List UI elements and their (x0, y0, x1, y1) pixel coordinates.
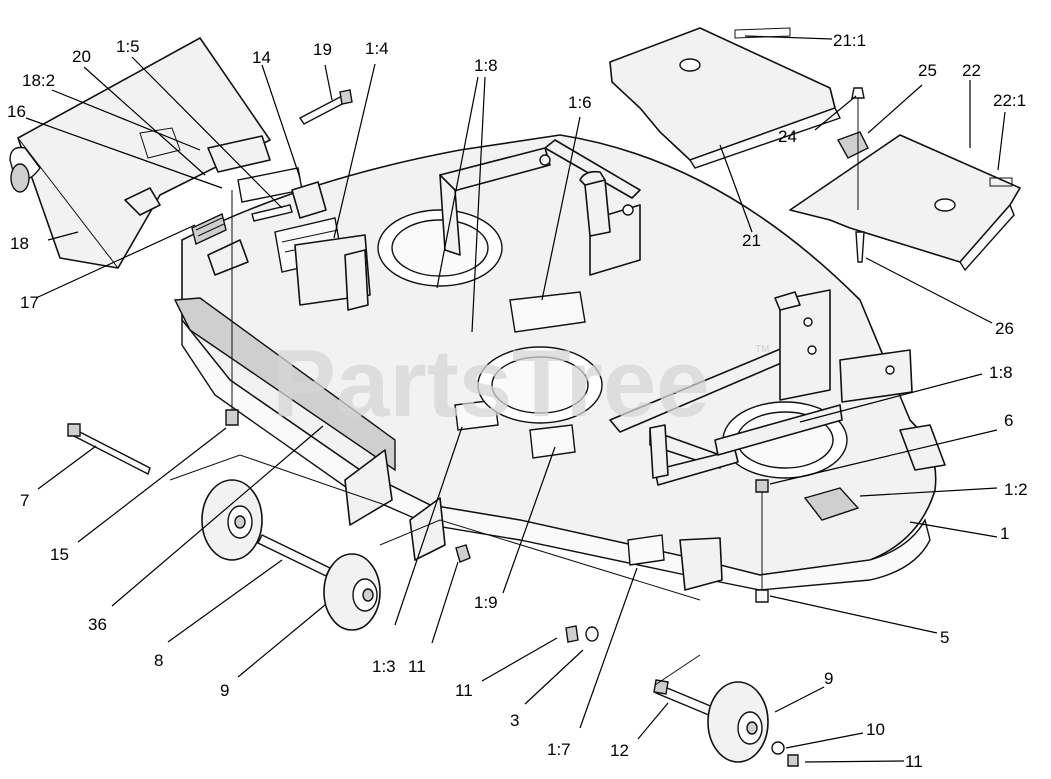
callout-5: 5 (940, 628, 949, 647)
front-wheel-bracket-left (344, 449, 446, 561)
belt-cover-right (789, 134, 1021, 272)
washer-3 (585, 626, 599, 642)
long-bolt-19 (298, 89, 353, 125)
front-wheel-bracket-right (627, 534, 723, 591)
decal-1-2 (803, 487, 860, 521)
callout-3: 3 (510, 711, 519, 730)
assembly-guide-lines (169, 454, 701, 686)
washer-10 (771, 741, 785, 755)
callout-1-7: 1:7 (547, 740, 571, 759)
discharge-chute (9, 37, 271, 269)
watermark-trademark: TM (755, 344, 769, 355)
callout-36: 36 (88, 615, 107, 634)
callout-1-2: 1:2 (1004, 480, 1028, 499)
callout-21-1: 21:1 (833, 31, 866, 50)
callout-9-right: 9 (824, 669, 833, 688)
callout-21: 21 (742, 231, 761, 250)
nut-5 (755, 589, 769, 603)
lift-arm-right (649, 291, 801, 479)
callout-6: 6 (1004, 411, 1013, 430)
watermark: PartsTree (272, 330, 710, 437)
callout-17: 17 (20, 293, 39, 312)
callout-18-2: 18:2 (22, 71, 55, 90)
callout-22-1: 22:1 (993, 91, 1026, 110)
nut-11-lower (565, 625, 579, 643)
callout-22: 22 (962, 61, 981, 80)
bolt-6 (755, 479, 769, 592)
cover-knob (836, 87, 869, 210)
center-spindle-opening (477, 346, 603, 424)
leader-lines (25, 35, 1006, 763)
callout-1-6: 1:6 (568, 93, 592, 112)
callout-19: 19 (313, 40, 332, 59)
deck-frame-bracket-right (609, 289, 913, 486)
callout-11-caster: 11 (905, 752, 923, 771)
callout-1-8-top: 1:8 (474, 56, 498, 75)
bolt-15 (225, 190, 239, 426)
callout-14: 14 (252, 48, 271, 67)
callout-1: 1 (1000, 524, 1009, 543)
callout-26: 26 (995, 319, 1014, 338)
long-bolt-7 (67, 423, 151, 475)
callout-11-lower: 11 (455, 681, 473, 700)
callout-1-3: 1:3 (372, 657, 396, 676)
callout-9-left: 9 (220, 681, 229, 700)
belt-cover-left (609, 27, 841, 169)
caster-wheel-right-front (707, 681, 769, 763)
nut-11-caster (787, 754, 799, 767)
callout-8: 8 (154, 651, 163, 670)
callout-1-8-right: 1:8 (989, 363, 1013, 382)
callout-7: 7 (20, 491, 29, 510)
callout-11-center: 11 (408, 657, 426, 676)
cover-bolt-26 (855, 231, 865, 263)
callout-labels: 21:1 22 25 22:1 24 21 26 1:5 20 14 19 1:… (7, 31, 1028, 771)
callout-16: 16 (7, 102, 26, 121)
callout-18: 18 (10, 234, 29, 253)
callout-25: 25 (918, 61, 937, 80)
caster-wheel-left-front (323, 553, 381, 631)
lift-arm-left (579, 170, 611, 237)
left-spindle-opening (377, 209, 503, 287)
callout-15: 15 (50, 545, 69, 564)
anti-scalp-brackets (294, 234, 371, 311)
callout-1-9: 1:9 (474, 593, 498, 612)
callout-20: 20 (72, 47, 91, 66)
callout-1-4: 1:4 (365, 39, 389, 58)
callout-10: 10 (866, 720, 885, 739)
callout-24: 24 (778, 127, 797, 146)
callout-1-5: 1:5 (116, 37, 140, 56)
callout-12: 12 (610, 741, 629, 760)
caster-wheel-left-rear (201, 479, 263, 561)
nut-11-center (455, 544, 471, 563)
spring-bracket-assembly (124, 135, 327, 276)
